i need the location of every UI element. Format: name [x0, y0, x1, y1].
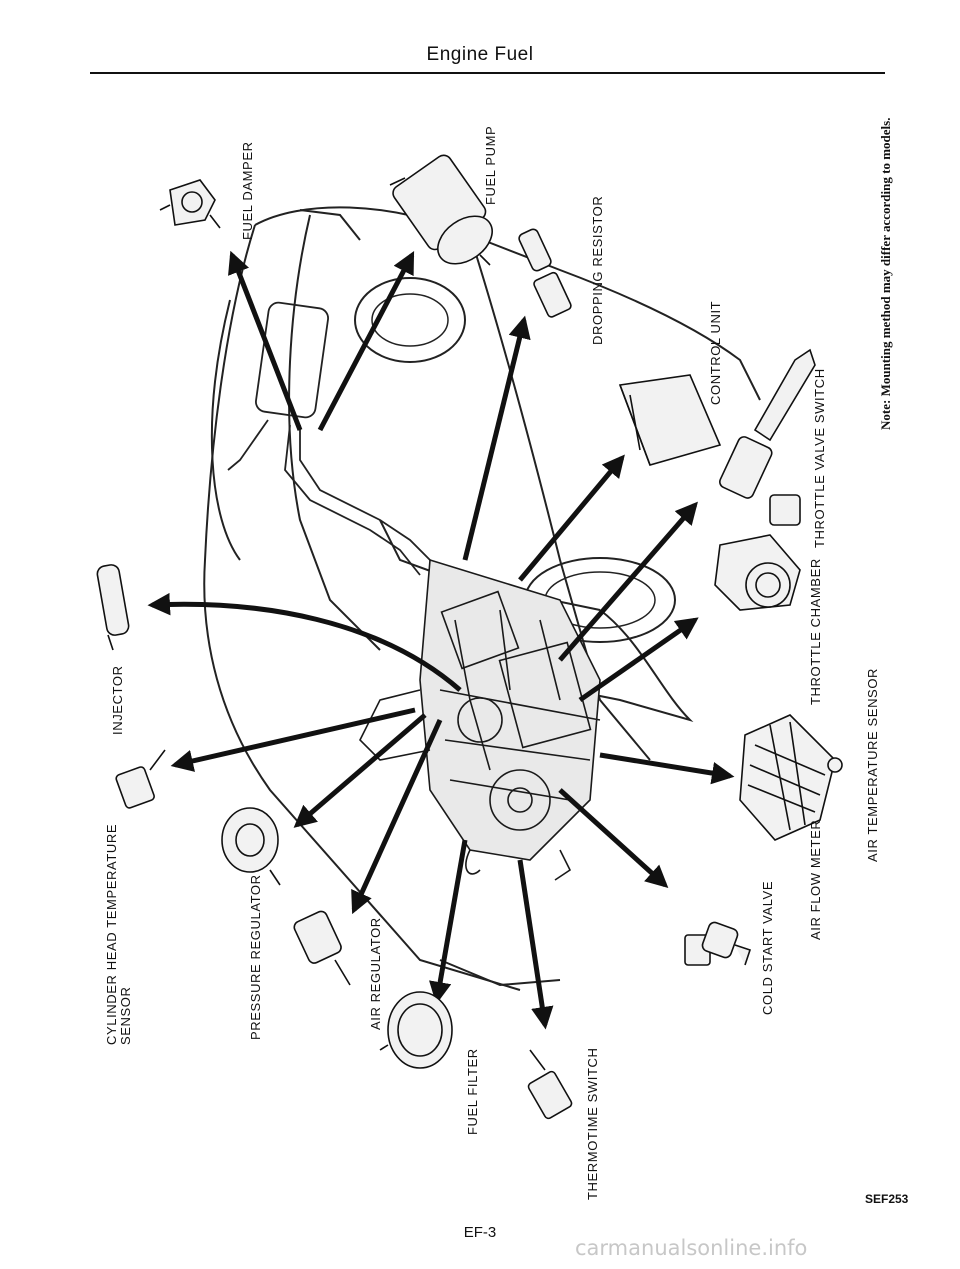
cyl-head-temp-label-line1: CYLINDER HEAD TEMPERATURE: [104, 823, 119, 1045]
page-number: EF-3: [463, 1224, 497, 1241]
cyl-head-temp-sensor-part: [115, 749, 166, 809]
figure-reference: SEF253: [865, 1192, 909, 1206]
injector-label: INJECTOR: [110, 665, 125, 735]
fuel-damper-label: FUEL DAMPER: [240, 141, 255, 240]
thermotime-switch-label: THERMOTIME SWITCH: [585, 1047, 600, 1200]
page-title: Engine Fuel: [426, 44, 534, 65]
injector-part: [96, 564, 130, 651]
dropping-resistor-label: DROPPING RESISTOR: [590, 195, 605, 345]
pressure-regulator-part: [221, 807, 281, 886]
cold-start-valve-label: COLD START VALVE: [760, 880, 775, 1015]
fuel-damper-part: [159, 179, 221, 229]
air-temperature-sensor-label: AIR TEMPERATURE SENSOR: [865, 667, 880, 862]
air-regulator-label: AIR REGULATOR: [368, 917, 383, 1030]
header-rule: [90, 72, 885, 74]
pressure-regulator-label: PRESSURE REGULATOR: [248, 874, 263, 1040]
dropping-resistor-part: [518, 228, 572, 318]
fuel-filter-label: FUEL FILTER: [465, 1048, 480, 1135]
air-regulator-part: [293, 910, 351, 986]
fuel-filter-part: [379, 991, 453, 1069]
throttle-chamber-label: THROTTLE CHAMBER: [808, 558, 823, 705]
cyl-head-temp-label-line2: SENSOR: [118, 986, 133, 1045]
control-unit-label: CONTROL UNIT: [708, 300, 723, 405]
throttle-valve-switch-label: THROTTLE VALVE SWITCH: [812, 368, 827, 548]
cold-start-valve-part: [684, 921, 752, 966]
watermark-text: carmanualsonline.info: [575, 1236, 808, 1260]
thermotime-switch-part: [527, 1049, 573, 1120]
fuel-pump-part: [389, 154, 493, 266]
car-body-outline: [203, 206, 761, 991]
mounting-note: Note: Mounting method may differ accordi…: [878, 117, 893, 430]
fuel-pump-label: FUEL PUMP: [483, 125, 498, 205]
throttle-chamber-part: [714, 534, 801, 611]
air-flow-meter-part: [739, 714, 843, 841]
air-flow-meter-label: AIR FLOW METER: [808, 819, 823, 940]
pointer-arrows: [147, 250, 735, 1030]
control-unit-part: [618, 374, 722, 466]
throttle-valve-switch-part: [719, 348, 816, 526]
engine-block: [359, 558, 601, 881]
